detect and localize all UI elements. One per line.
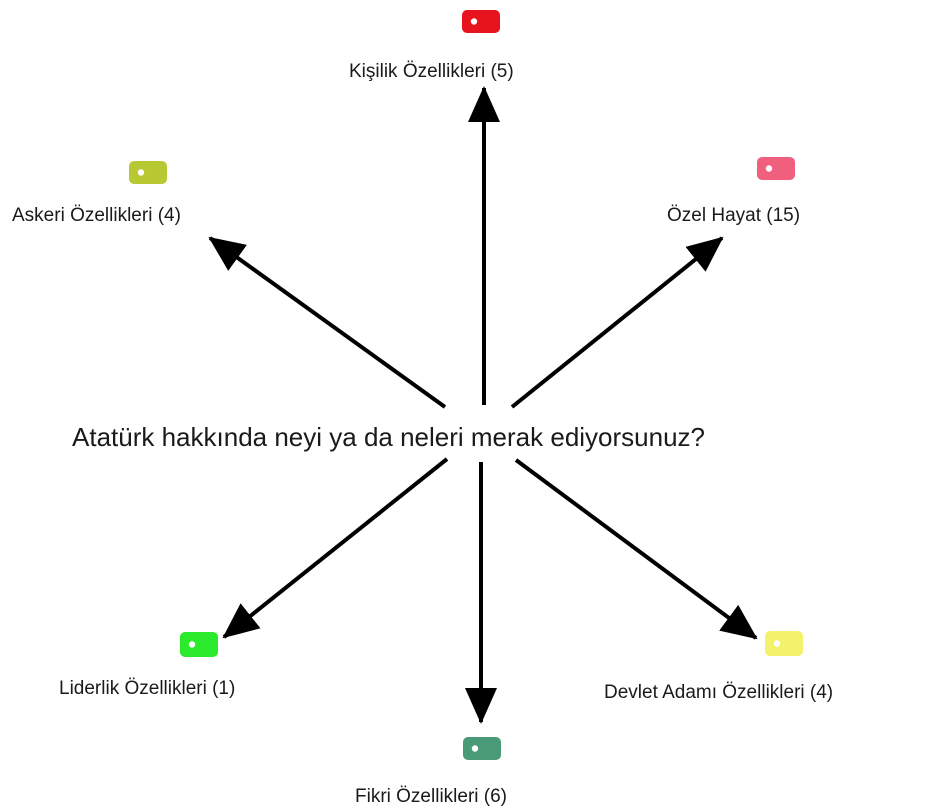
branch-label-devlet-adami: Devlet Adamı Özellikleri (4) (604, 682, 834, 703)
arrow-liderlik (222, 457, 449, 639)
branch-label-fikri: Fikri Özellikleri (6) (355, 786, 507, 807)
tag-icon-fikri (463, 737, 501, 760)
tag-icon-ozel-hayat (757, 157, 795, 180)
central-question: Atatürk hakkında neyi ya da neleri merak… (72, 422, 706, 452)
arrow-askeri (208, 236, 447, 409)
arrow-ozel-hayat (510, 236, 724, 409)
tag-icon-devlet-adami (765, 631, 803, 656)
branch-label-ozel-hayat: Özel Hayat (15) (667, 205, 801, 226)
tag-icon-liderlik (180, 632, 218, 657)
branch-label-liderlik: Liderlik Özellikleri (1) (59, 678, 236, 699)
tag-icon-kisilik (462, 10, 500, 33)
arrow-devlet-adami (514, 458, 758, 640)
tag-icon-askeri (129, 161, 167, 184)
branch-label-askeri: Askeri Özellikleri (4) (12, 205, 181, 226)
branch-label-kisilik: Kişilik Özellikleri (5) (349, 61, 514, 82)
